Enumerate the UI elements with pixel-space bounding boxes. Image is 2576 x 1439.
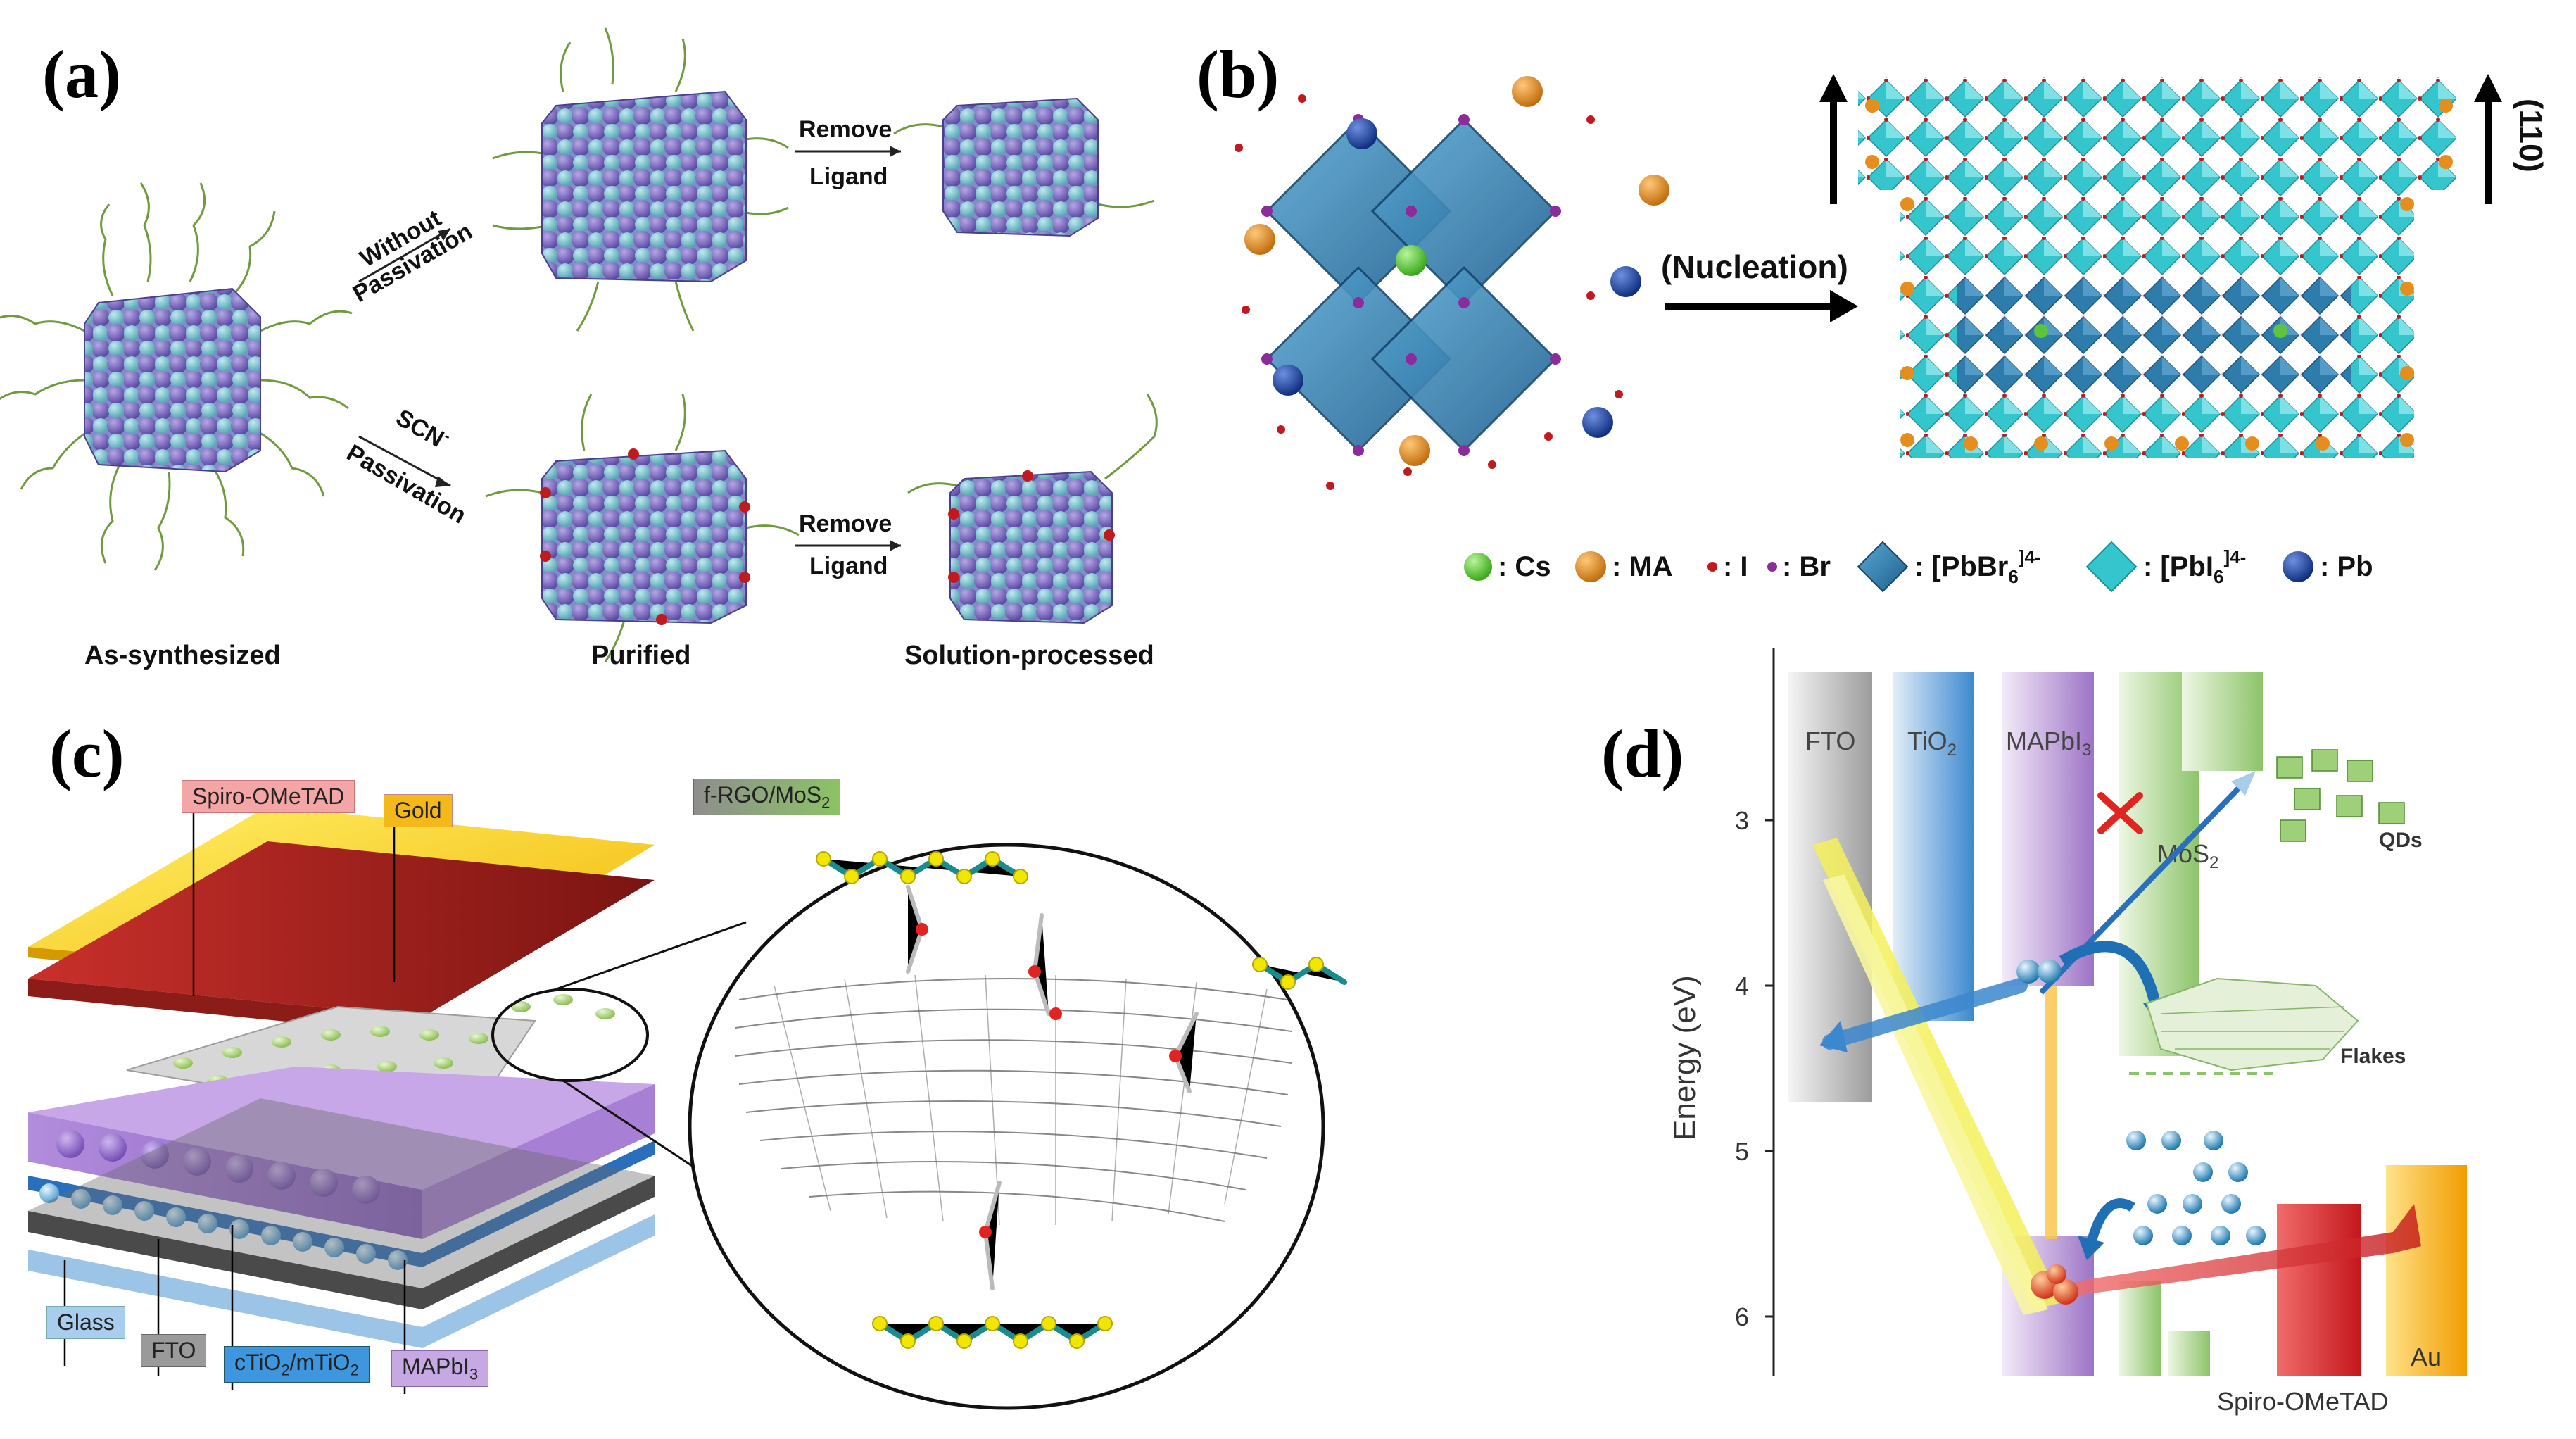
panel-c: (c) xyxy=(0,704,1351,1439)
panel-b-label: (b) xyxy=(1197,37,1280,112)
label-frgo-mos2: f-RGO/MoS2 xyxy=(693,779,841,816)
qds-cluster xyxy=(2276,749,2405,842)
svg-text:Ligand: Ligand xyxy=(809,163,888,190)
purified-nanocrystal-bottom xyxy=(485,394,800,662)
svg-text:Flakes: Flakes xyxy=(2340,1045,2406,1068)
panel-a: (a) xyxy=(0,0,1197,690)
svg-text:3: 3 xyxy=(1735,806,1749,835)
svg-text:4: 4 xyxy=(1735,972,1749,1000)
nucleation-arrow: (Nucleation) xyxy=(1661,249,1858,322)
label-glass: Glass xyxy=(46,1306,125,1339)
panel-d-label: (d) xyxy=(1601,716,1684,791)
svg-text:(Nucleation): (Nucleation) xyxy=(1661,249,1848,285)
mos2-band: MoS2 xyxy=(2119,672,2263,1376)
flakes-cluster xyxy=(2145,977,2359,1072)
solution-processed-nanocrystal-bottom xyxy=(907,394,1158,624)
svg-text:Au: Au xyxy=(2411,1343,2442,1371)
blocked-transfer-x xyxy=(2097,792,2143,834)
mapbi3-band: MAPbI3 xyxy=(2002,672,2094,1376)
purified-nanocrystal-top xyxy=(492,27,789,332)
svg-text:: Cs: : Cs xyxy=(1498,551,1551,582)
svg-text:: Br: : Br xyxy=(1782,551,1831,582)
svg-text:SCN-: SCN- xyxy=(391,402,455,455)
panel-d-energy-diagram: 3 4 5 6 Energy (eV) FTO TiO2 MAPbI3 MoS2 xyxy=(1667,648,2467,1416)
panel-b-graphic: (Nucleation) (110) xyxy=(1235,74,2549,593)
svg-text:MAPbI3: MAPbI3 xyxy=(2006,727,2091,760)
zoom-callout xyxy=(491,843,1347,1410)
panel-d: (d) 3 4 5 6 Energy (eV) FTO xyxy=(1584,648,2576,1439)
label-gold: Gold xyxy=(384,794,453,827)
svg-text:: Pb: : Pb xyxy=(2320,551,2373,582)
svg-text:5: 5 xyxy=(1735,1137,1749,1166)
without-passivation-arrow: Without Passivation xyxy=(348,205,477,308)
panel-b: (b) xyxy=(1197,0,2576,690)
svg-text:: [PbI6]4-: : [PbI6]4- xyxy=(2143,546,2246,587)
svg-text:QDs: QDs xyxy=(2379,829,2423,852)
svg-text:Remove: Remove xyxy=(799,116,892,143)
direction-110-arrows: (110) xyxy=(1819,74,2549,204)
label-mapbi3: MAPbI3 xyxy=(391,1350,489,1388)
svg-text:(110): (110) xyxy=(2513,99,2549,172)
svg-text:: I: : I xyxy=(1723,551,1748,582)
solution-processed-nanocrystal-top xyxy=(893,97,1155,237)
svg-text:Passivation: Passivation xyxy=(342,439,471,529)
remove-ligand-arrow-top: Remove Ligand xyxy=(795,116,901,190)
svg-text:: MA: : MA xyxy=(1612,551,1673,582)
perovskite-lattice xyxy=(1858,77,2456,458)
svg-text:: [PbBr6]4-: : [PbBr6]4- xyxy=(1914,546,2041,587)
panel-a-label: (a) xyxy=(42,37,121,112)
svg-text:Spiro-OMeTAD: Spiro-OMeTAD xyxy=(2217,1387,2388,1416)
panel-a-graphic: Without Passivation SCN- Passivation xyxy=(0,27,1158,662)
svg-text:FTO: FTO xyxy=(1805,727,1855,755)
svg-text:Remove: Remove xyxy=(799,510,892,537)
tio2-band: TiO2 xyxy=(1893,672,1974,1021)
spiro-band xyxy=(2277,1204,2361,1376)
panel-b-legend: : Cs : MA : I : Br : [PbBr6]4- : [PbI6]4… xyxy=(1464,541,2373,593)
label-spiro: Spiro-OMeTAD xyxy=(182,780,355,813)
as-synthesized-nanocrystal xyxy=(0,182,353,571)
svg-text:6: 6 xyxy=(1735,1302,1749,1331)
panel-c-label: (c) xyxy=(49,716,125,791)
panel-c-device-stack xyxy=(28,796,1347,1410)
au-band: Au xyxy=(2386,1165,2467,1376)
svg-text:TiO2: TiO2 xyxy=(1907,727,1957,760)
perovskite-unit-cell xyxy=(1235,76,1669,490)
svg-text:Ligand: Ligand xyxy=(809,553,888,579)
label-ctio2-mtio2: cTiO2/mTiO2 xyxy=(224,1346,370,1383)
remove-ligand-arrow-bottom: Remove Ligand xyxy=(795,510,901,579)
scn-passivation-arrow: SCN- Passivation xyxy=(342,402,471,529)
label-fto: FTO xyxy=(141,1334,207,1367)
caption-solution-processed: Solution-processed xyxy=(904,641,1154,670)
caption-as-synthesized: As-synthesized xyxy=(84,641,281,670)
svg-text:Energy (eV): Energy (eV) xyxy=(1667,975,1702,1140)
caption-purified: Purified xyxy=(591,641,691,670)
energy-axis: 3 4 5 6 Energy (eV) xyxy=(1667,648,1775,1376)
